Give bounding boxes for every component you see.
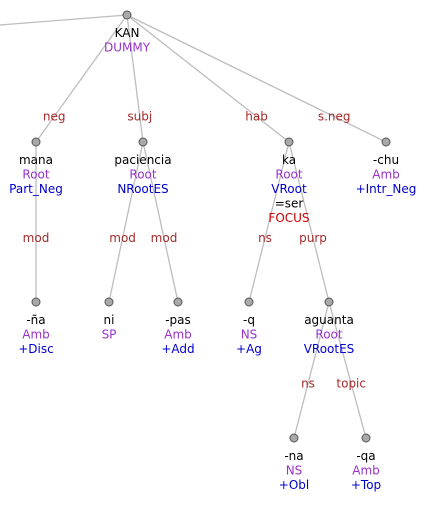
node-dot (244, 297, 254, 307)
node-dot (361, 433, 371, 443)
edge-root-mana (35, 14, 128, 143)
node-category-text: Amb (164, 328, 192, 342)
edge-label-neg: neg (43, 110, 66, 124)
node-word-text: aguanta (304, 313, 354, 327)
node-word-text: paciencia (114, 153, 171, 167)
edge-root-ka (126, 14, 290, 143)
edge-paciencia-ni (108, 141, 144, 303)
node-category-text: Amb (372, 168, 400, 182)
node-word-text: -ña (26, 313, 45, 327)
node-category-text: Root (129, 168, 156, 182)
node-category-text: NS (286, 464, 303, 478)
node-word-text: -chu (373, 153, 399, 167)
node-tag-text: +Top (351, 478, 381, 492)
edge-label-mod: mod (23, 231, 50, 245)
edge-layer (0, 14, 387, 439)
edge-label-mod: mod (109, 231, 136, 245)
edge-root-offscreen (0, 14, 128, 26)
edge-ka-aguanta (288, 141, 330, 303)
node-dot (31, 297, 41, 307)
edge-label-ns: ns (258, 231, 272, 245)
node-word-text: mana (19, 153, 53, 167)
node-tag-text: +Intr_Neg (356, 182, 417, 196)
node-dot (138, 137, 148, 147)
node-category-text: Root (22, 168, 49, 182)
node-category-text: SP (102, 328, 117, 342)
node-word-text: ka (282, 153, 296, 167)
node-dot (289, 433, 299, 443)
edge-label-ns: ns (301, 377, 315, 391)
node-tag-text: NRootES (117, 182, 168, 196)
node-category-text: Amb (352, 464, 380, 478)
node-tag-text: +Ag (236, 342, 262, 356)
node-tag-text: +Obl (279, 478, 309, 492)
node-dot (122, 10, 132, 20)
node-category-text: DUMMY (104, 41, 151, 55)
node-dot (104, 297, 114, 307)
node-word-text: -q (243, 313, 255, 327)
edge-label-mod: mod (151, 231, 178, 245)
edge-aguanta-na_obl (293, 301, 330, 439)
node-focus-text: FOCUS (268, 211, 309, 225)
node-category-text: Amb (22, 328, 50, 342)
edge-label-s.neg: s.neg (318, 110, 351, 124)
node-tag-text: +Disc (18, 342, 53, 356)
node-word-text: =ser (275, 197, 304, 211)
node-dot (284, 137, 294, 147)
edge-ka-q (248, 141, 290, 303)
node-word-text: KAN (115, 26, 140, 40)
node-word-text: ni (104, 313, 115, 327)
node-category-text: Root (275, 168, 302, 182)
edge-label-purp: purp (299, 231, 327, 245)
edge-label-topic: topic (336, 377, 366, 391)
edge-paciencia-pas (142, 141, 179, 303)
node-word-text: -na (284, 449, 303, 463)
edge-label-subj: subj (127, 110, 152, 124)
edge-root-paciencia (126, 14, 144, 143)
node-word-text: -qa (356, 449, 375, 463)
tree-node-q: -qNS+Ag (236, 297, 262, 356)
node-word-text: -pas (165, 313, 191, 327)
node-category-text: NS (241, 328, 258, 342)
node-dot (173, 297, 183, 307)
edge-aguanta-qa (328, 301, 367, 439)
edge-label-hab: hab (245, 110, 268, 124)
node-dot (381, 137, 391, 147)
node-category-text: Root (315, 328, 342, 342)
node-tag-text: VRoot (271, 182, 307, 196)
node-layer: KANDUMMYmanaRootPart_NegpacienciaRootNRo… (9, 10, 417, 492)
edge-root-chu (126, 14, 387, 143)
node-tag-text: +Add (161, 342, 194, 356)
node-dot (324, 297, 334, 307)
node-tag-text: VRootES (304, 342, 355, 356)
node-tag-text: Part_Neg (9, 182, 63, 196)
node-dot (31, 137, 41, 147)
edge-label-layer: neg subj hab s.neg mod mod mod ns purp ns topic (23, 110, 366, 391)
